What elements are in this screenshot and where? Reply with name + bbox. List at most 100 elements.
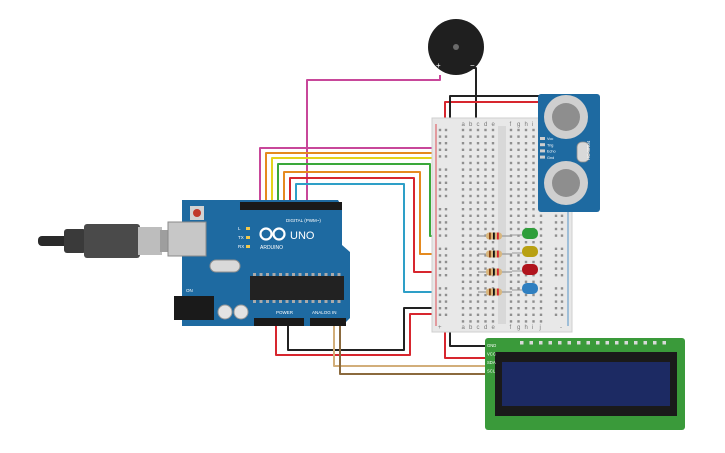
breadboard-hole bbox=[560, 293, 564, 297]
breadboard-hole bbox=[469, 168, 472, 171]
breadboard-hole bbox=[491, 307, 495, 310]
breadboard-hole bbox=[509, 135, 513, 138]
chip-pins bbox=[253, 273, 341, 303]
lcd-header-pin bbox=[577, 341, 581, 345]
breadboard-hole bbox=[509, 254, 513, 257]
breadboard-hole bbox=[491, 208, 495, 211]
breadboard-hole bbox=[469, 227, 472, 231]
breadboard-hole bbox=[444, 148, 448, 151]
breadboard-hole bbox=[524, 155, 528, 158]
reset-button-cap bbox=[193, 209, 201, 217]
breadboard-hole bbox=[476, 280, 480, 283]
breadboard-hole bbox=[438, 135, 442, 138]
breadboard-col-letter: j bbox=[539, 325, 541, 331]
breadboard-hole bbox=[532, 274, 535, 277]
breadboard-hole bbox=[469, 135, 472, 138]
breadboard-hole bbox=[438, 313, 442, 316]
breadboard-hole bbox=[509, 241, 513, 244]
chip-pin bbox=[318, 300, 321, 303]
breadboard-hole bbox=[509, 227, 513, 231]
breadboard-hole bbox=[461, 221, 465, 224]
wire-pin11 bbox=[271, 157, 465, 207]
breadboard-hole bbox=[517, 280, 520, 283]
breadboard-col-letter: b bbox=[469, 325, 473, 331]
breadboard-hole bbox=[491, 175, 495, 178]
breadboard-hole bbox=[560, 227, 564, 231]
breadboard-hole bbox=[461, 274, 465, 277]
breadboard-hole bbox=[509, 201, 513, 204]
breadboard-hole bbox=[461, 320, 465, 323]
breadboard-hole bbox=[491, 227, 495, 231]
breadboard-hole bbox=[461, 247, 465, 250]
chip-pin bbox=[298, 273, 302, 276]
chip-pin bbox=[279, 273, 282, 276]
breadboard-hole bbox=[554, 214, 558, 217]
breadboard-hole bbox=[461, 148, 465, 151]
breadboard-hole bbox=[524, 148, 528, 151]
breadboard-hole bbox=[539, 247, 543, 250]
breadboard-hole bbox=[444, 254, 448, 257]
arduino-uno[interactable]: UNO ARDUINO DIGITAL (PWM~) POWER ANALOG … bbox=[167, 200, 350, 326]
breadboard-hole bbox=[438, 221, 442, 224]
breadboard-hole bbox=[476, 175, 480, 178]
breadboard-hole bbox=[509, 287, 513, 290]
chip-pin bbox=[305, 273, 308, 276]
breadboard-hole bbox=[532, 300, 535, 303]
arduino-led-label: TX bbox=[238, 235, 244, 240]
breadboard-hole bbox=[476, 300, 480, 303]
breadboard-hole bbox=[554, 267, 558, 270]
breadboard-hole bbox=[517, 221, 520, 224]
breadboard-hole bbox=[554, 293, 558, 297]
breadboard-hole bbox=[444, 287, 448, 290]
breadboard-hole bbox=[560, 313, 564, 316]
breadboard-hole bbox=[532, 128, 535, 132]
breadboard-hole bbox=[524, 260, 528, 264]
breadboard-hole bbox=[444, 128, 448, 132]
resistor-band bbox=[497, 232, 499, 240]
breadboard-hole bbox=[469, 300, 472, 303]
breadboard-hole bbox=[554, 260, 558, 264]
lcd-header-pin bbox=[539, 341, 543, 345]
breadboard-hole bbox=[491, 188, 495, 191]
breadboard-hole bbox=[509, 274, 513, 277]
breadboard-hole bbox=[532, 142, 535, 145]
breadboard-hole bbox=[524, 175, 528, 178]
breadboard-hole bbox=[444, 300, 448, 303]
breadboard-hole bbox=[469, 260, 472, 264]
sensor-pin-label: Vcc bbox=[547, 137, 553, 141]
breadboard-hole bbox=[539, 313, 543, 316]
lcd-header-pin bbox=[634, 341, 638, 345]
breadboard-hole bbox=[509, 188, 513, 191]
breadboard-hole bbox=[560, 254, 564, 257]
breadboard-hole bbox=[509, 155, 513, 158]
breadboard-hole bbox=[539, 300, 543, 303]
breadboard-hole bbox=[539, 227, 543, 231]
breadboard-hole bbox=[476, 168, 480, 171]
resistor-band bbox=[497, 288, 499, 296]
breadboard-hole bbox=[484, 188, 487, 191]
breadboard-hole bbox=[438, 188, 442, 191]
breadboard-hole bbox=[539, 260, 543, 264]
breadboard-hole bbox=[438, 155, 442, 158]
breadboard-hole bbox=[469, 128, 472, 132]
breadboard-hole bbox=[524, 168, 528, 171]
breadboard-col-letter: i bbox=[532, 325, 533, 331]
breadboard-hole bbox=[469, 241, 472, 244]
breadboard-hole bbox=[491, 142, 495, 145]
breadboard-hole bbox=[524, 201, 528, 204]
breadboard-hole bbox=[461, 208, 465, 211]
breadboard-hole bbox=[532, 161, 535, 165]
wire-pin7 bbox=[295, 183, 468, 293]
breadboard-hole bbox=[438, 254, 442, 257]
breadboard-hole bbox=[444, 221, 448, 224]
breadboard-hole bbox=[469, 161, 472, 165]
breadboard-hole bbox=[476, 181, 480, 184]
breadboard-hole bbox=[476, 274, 480, 277]
breadboard-hole bbox=[476, 307, 480, 310]
breadboard-hole bbox=[484, 155, 487, 158]
breadboard-hole bbox=[461, 293, 465, 297]
breadboard-hole bbox=[509, 267, 513, 270]
wire-buzzer-signal bbox=[306, 75, 441, 207]
